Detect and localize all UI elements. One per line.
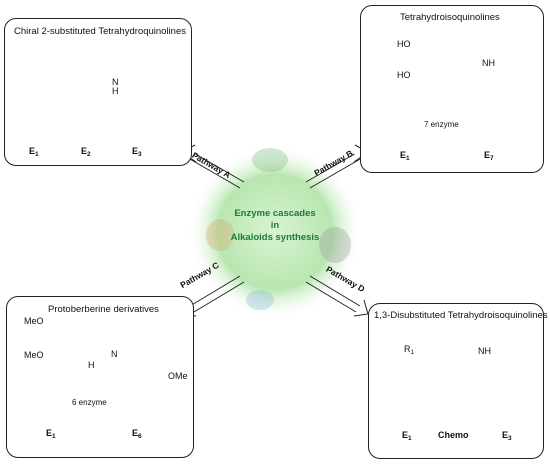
panel-top-right (360, 5, 544, 173)
enzyme-e7-label: E7 (484, 150, 494, 162)
center-line-3: Alkaloids synthesis (230, 232, 320, 243)
center-protein-icon (206, 148, 351, 310)
center-line-1: Enzyme cascades (234, 208, 316, 219)
protoberberine-n-label: N (111, 349, 118, 359)
r1-label: R1 (404, 344, 415, 356)
thiq-ho-label-2: HO (397, 70, 411, 80)
panel-bottom-left-title: Protoberberine derivatives (48, 304, 159, 315)
protoberberine-ome-label: OMe (168, 371, 188, 381)
chemo-step-label: Chemo (438, 430, 469, 440)
center-title: Enzyme cascades in Alkaloids synthesis (220, 208, 330, 244)
protoberberine-h-label: H (88, 360, 95, 370)
seven-enzyme-label: 7 enzyme (424, 120, 459, 129)
thiq-nh-label: NH (482, 58, 495, 68)
enzyme-e6-label: E6 (132, 428, 142, 440)
enzyme-e1-label: E1 (400, 150, 410, 162)
enzyme-e1-label: E1 (29, 146, 39, 158)
panel-top-left (4, 18, 192, 166)
enzyme-e3-label: E3 (502, 430, 512, 442)
disubstituted-nh-label: NH (478, 346, 491, 356)
center-line-2: in (270, 220, 280, 231)
enzyme-e2-label: E2 (81, 146, 91, 158)
panel-bottom-left (6, 296, 194, 458)
panel-bottom-right-title: 1,3-Disubstituted Tetrahydroisoquinoline… (374, 310, 548, 321)
enzyme-e1-label: E1 (402, 430, 412, 442)
panel-top-right-title: Tetrahydroisoquinolines (400, 12, 500, 23)
panel-bottom-right (368, 303, 544, 459)
six-enzyme-label: 6 enzyme (72, 398, 107, 407)
protoberberine-meo-label-1: MeO (24, 316, 44, 326)
panel-top-left-title: Chiral 2-substituted Tetrahydroquinoline… (14, 26, 186, 37)
enzyme-e1-label: E1 (46, 428, 56, 440)
protoberberine-meo-label-2: MeO (24, 350, 44, 360)
enzyme-e3-label: E3 (132, 146, 142, 158)
center-glow (187, 144, 363, 320)
thiq-ho-label-1: HO (397, 39, 411, 49)
